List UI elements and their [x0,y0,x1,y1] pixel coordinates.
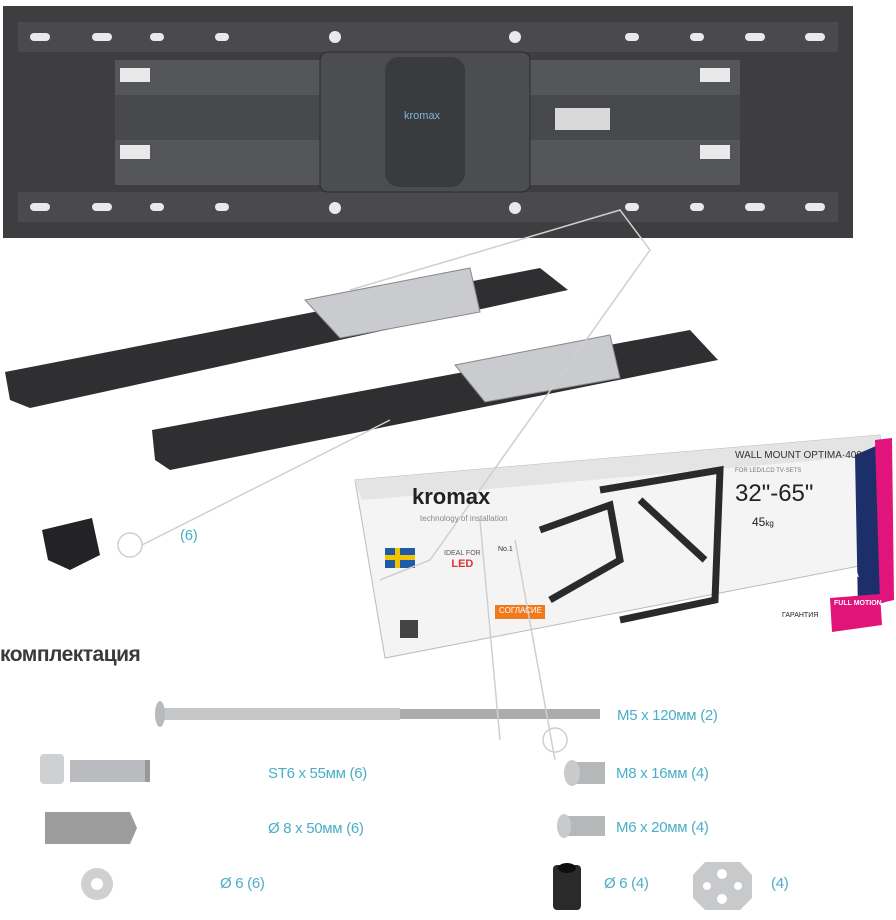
box-led: LED [451,558,474,571]
kit-item-label: M5 x 120мм (2) [617,707,718,724]
box-led-badge: IDEAL FOR LED [444,550,481,571]
kit-item-label: M6 x 20мм (4) [616,819,709,836]
wall-plate [3,6,853,238]
kit-item-label: Ø 6 (6) [220,875,265,892]
kit-item-label: M8 x 16мм (4) [616,765,709,782]
end-cap [42,518,100,570]
kit-item-label: Ø 8 x 50мм (6) [268,820,364,837]
box-guarantee: ГАРАНТИЯ [782,612,819,619]
kit-heading: комплектация [0,643,141,666]
swing-arm [5,267,568,408]
box-tagline: technology of installation [420,514,508,523]
box-size-range: 32"-65" [735,480,814,507]
product-box [354,434,894,659]
box-vesa: VESA [840,572,860,579]
box-led-small: IDEAL FOR [444,550,481,557]
box-soglasie: СОГЛАСИЕ [499,606,542,615]
box-title: WALL MOUNT OPTIMA·409 [735,450,862,462]
box-brand: kromax [412,484,491,509]
box-title-text: WALL MOUNT [735,450,801,461]
box-max-load: 45kg [752,515,774,530]
box-no1-badge: No.1 [498,546,513,553]
hardware [40,701,752,910]
kit-item-label: Ø 6 (4) [604,875,649,892]
watermark [117,209,651,761]
box-subtitle: FOR LED/LCD TV-SETS [735,468,802,474]
box-model: OPTIMA·409 [803,450,862,461]
kit-item-label: ST6 x 55мм (6) [268,765,367,782]
box-max-load-value: 45 [752,515,766,529]
end-cap-count: (6) [180,527,198,544]
box-full-motion: FULL MOTION [834,600,882,607]
box-load-unit: kg [765,519,774,528]
swing-arm [152,330,718,470]
plate-logo: kromax [404,110,441,122]
kit-item-label: (4) [771,875,789,892]
